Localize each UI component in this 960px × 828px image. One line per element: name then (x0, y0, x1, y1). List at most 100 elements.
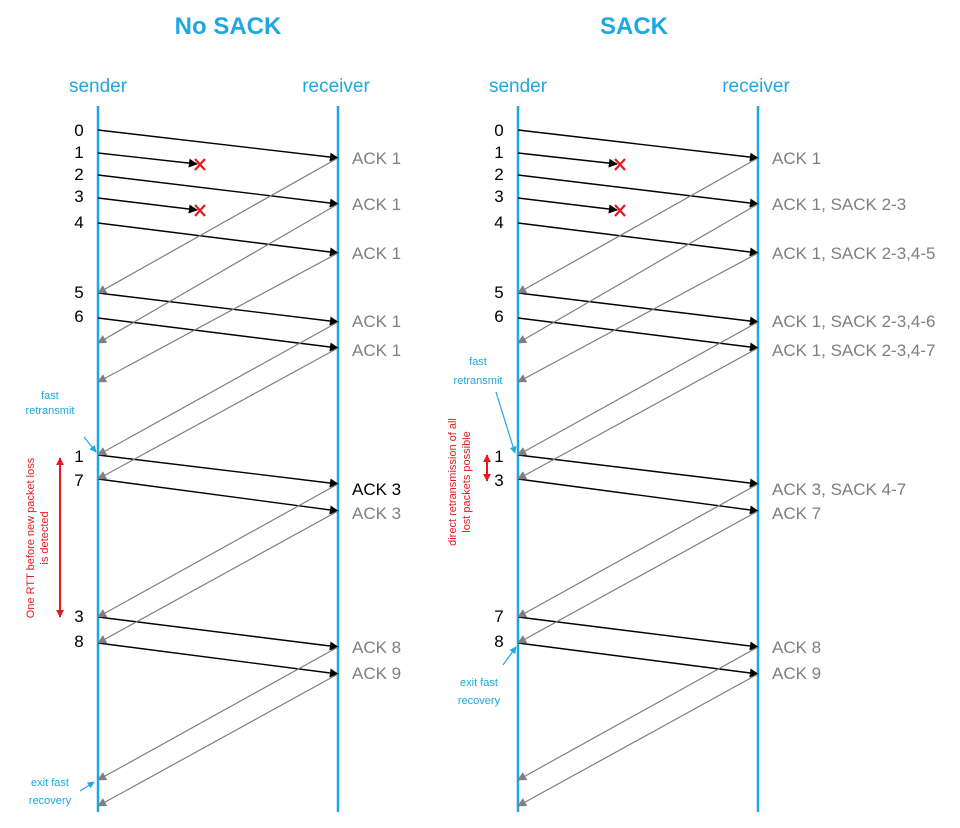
ack-label: ACK 1 (772, 149, 821, 168)
packet-arrow (517, 174, 759, 208)
packet-label: 7 (494, 607, 503, 626)
ack-label: ACK 9 (772, 664, 821, 683)
packet-label: 3 (74, 187, 83, 206)
packet-label: 5 (74, 283, 83, 302)
ack-arrow (97, 510, 339, 644)
packet-arrow (97, 642, 339, 678)
ack-label: ACK 1, SACK 2-3,4-7 (772, 341, 935, 360)
ack-label: ACK 1 (352, 312, 401, 331)
note-line: fast (469, 356, 487, 368)
note-line: recovery (458, 695, 501, 707)
ack-arrow (97, 252, 339, 383)
retransmit-packet-arrow (97, 616, 339, 651)
packet-arrow (517, 129, 759, 162)
retransmit-packet-arrow (97, 454, 339, 488)
ack-arrow (517, 252, 759, 383)
packet-label: 3 (494, 471, 503, 490)
ack-label: ACK 3 (352, 480, 401, 499)
panel-title: No SACK (175, 13, 282, 40)
note-pointer-arrow (83, 436, 97, 453)
direct-retransmission-note: direct retransmission of all lost packet… (447, 418, 491, 546)
ack-label: ACK 8 (772, 638, 821, 657)
ack-arrow (517, 673, 759, 807)
ack-arrow (517, 157, 759, 294)
exit-recovery-note: exit fast recovery (29, 777, 95, 807)
sender-label: sender (69, 76, 128, 97)
ack-label: ACK 1, SACK 2-3,4-6 (772, 312, 935, 331)
packet-arrow (97, 317, 339, 352)
note-line: recovery (29, 795, 72, 807)
note-line: is detected (39, 511, 51, 564)
panel-title: SACK (600, 13, 669, 40)
packet-arrow (517, 616, 759, 651)
red-x-icon (194, 158, 206, 171)
ack-arrow (97, 321, 339, 456)
exit-recovery-note: exit fast recovery (458, 646, 517, 707)
ack-label: ACK 1, SACK 2-3 (772, 195, 906, 214)
retransmit-packet-arrow (517, 454, 759, 488)
fast-retransmit-note: fast retransmit (454, 356, 517, 454)
packet-label: 1 (74, 447, 83, 466)
rtt-note: One RTT before new packet loss is detect… (25, 457, 64, 618)
ack-arrow (517, 321, 759, 456)
packet-label: 3 (74, 607, 83, 626)
packet-label: 3 (494, 187, 503, 206)
ack-arrow (97, 483, 339, 618)
panel-no-sack: No SACK sender receiver 0 1 2 3 4 5 6 1 … (25, 13, 401, 812)
ack-arrow (97, 203, 339, 344)
ack-arrow (517, 347, 759, 480)
sender-label: sender (489, 76, 548, 97)
note-line: One RTT before new packet loss (25, 457, 37, 618)
packet-label: 8 (494, 632, 503, 651)
ack-label: ACK 1 (352, 341, 401, 360)
packet-label: 4 (494, 213, 503, 232)
packet-label: 1 (494, 447, 503, 466)
lost-packet-arrow (517, 197, 618, 214)
packet-label: 5 (494, 283, 503, 302)
ack-arrow (97, 157, 339, 294)
lost-packet-arrow (517, 152, 618, 168)
retransmit-packet-arrow (517, 478, 759, 515)
packet-label: 2 (74, 165, 83, 184)
ack-arrow (517, 483, 759, 618)
packet-arrow (517, 317, 759, 352)
ack-arrow (97, 646, 339, 781)
packet-label: 0 (494, 121, 503, 140)
ack-arrow (517, 510, 759, 644)
packet-label: 1 (74, 143, 83, 162)
packet-label: 0 (74, 121, 83, 140)
packet-label: 6 (74, 307, 83, 326)
packet-arrow (97, 478, 339, 515)
note-line: fast (41, 390, 59, 402)
packet-arrow (517, 222, 759, 257)
receiver-label: receiver (302, 76, 370, 97)
packet-label: 2 (494, 165, 503, 184)
ack-label: ACK 8 (352, 638, 401, 657)
packet-arrow (97, 292, 339, 326)
packet-arrow (517, 292, 759, 326)
ack-label: ACK 9 (352, 664, 401, 683)
ack-arrow (517, 203, 759, 344)
ack-label: ACK 1 (352, 149, 401, 168)
packet-label: 8 (74, 632, 83, 651)
lost-packet-arrow (97, 152, 198, 168)
note-pointer-arrow (502, 646, 517, 666)
ack-label: ACK 1, SACK 2-3,4-5 (772, 244, 935, 263)
receiver-label: receiver (722, 76, 790, 97)
red-x-icon (614, 204, 626, 217)
note-line: retransmit (454, 375, 503, 387)
packet-label: 6 (494, 307, 503, 326)
ack-label: ACK 3, SACK 4-7 (772, 480, 906, 499)
ack-arrow (97, 347, 339, 480)
note-pointer-arrow (495, 391, 517, 454)
packet-label: 4 (74, 213, 83, 232)
note-line: exit fast (460, 677, 498, 689)
note-line: direct retransmission of all (447, 418, 459, 546)
note-line: exit fast (31, 777, 69, 789)
ack-arrow (97, 673, 339, 807)
packet-label: 7 (74, 471, 83, 490)
fast-retransmit-note: fast retransmit (26, 390, 97, 453)
red-x-icon (194, 204, 206, 217)
packet-label: 1 (494, 143, 503, 162)
